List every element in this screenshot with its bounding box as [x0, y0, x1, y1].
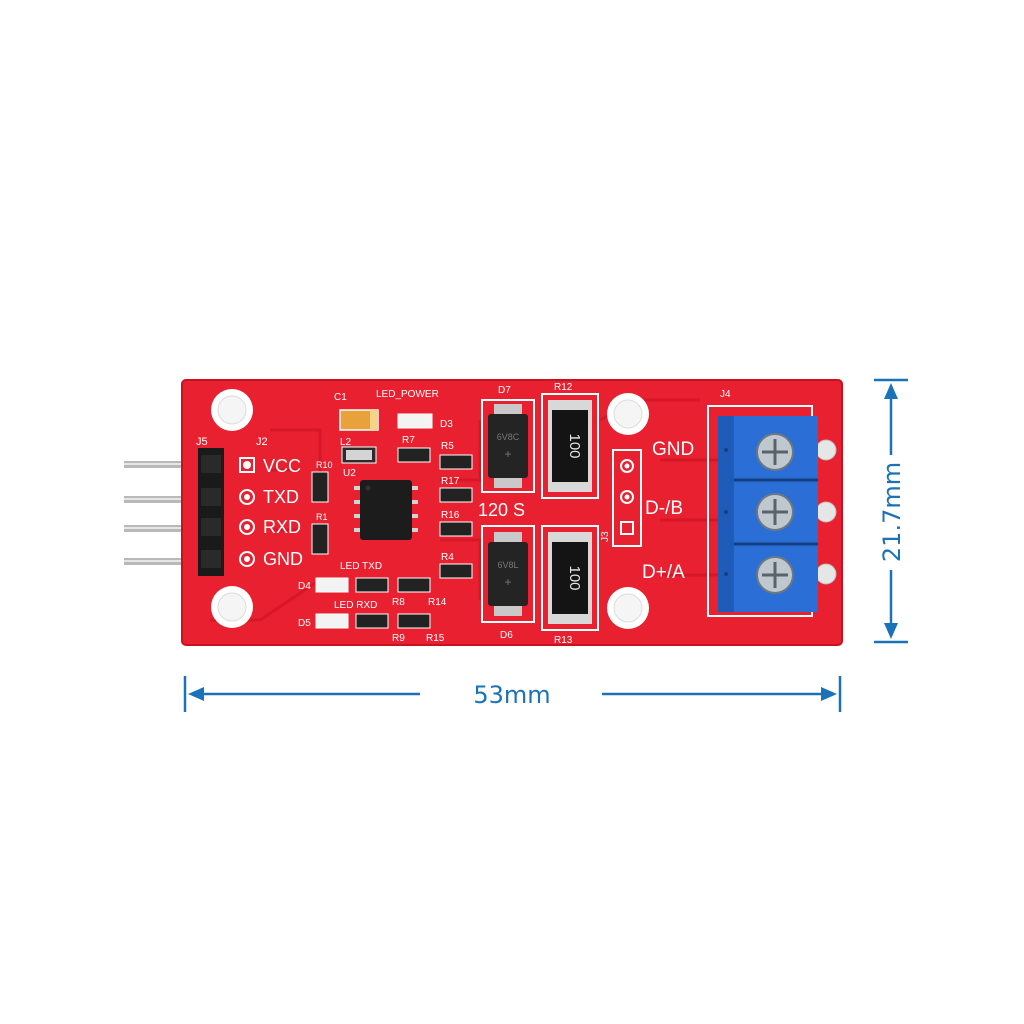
resistor-r10: [311, 471, 329, 503]
label-d5: D5: [298, 618, 311, 629]
label-d4: D4: [298, 581, 311, 592]
label-r4: R4: [441, 552, 454, 563]
pin-label-vcc: VCC: [263, 456, 301, 476]
label-l2: L2: [340, 437, 352, 448]
label-d3: D3: [440, 419, 453, 430]
resistor-r4: [439, 563, 473, 579]
label-j4: J4: [720, 389, 731, 400]
resistor-r12: 100: [548, 400, 592, 492]
led-d4: [315, 577, 349, 593]
pin-label-txd: TXD: [263, 487, 299, 507]
label-r9: R9: [392, 633, 405, 644]
label-r14: R14: [428, 597, 447, 608]
svg-text:+: +: [504, 575, 511, 589]
led-d3: [397, 413, 433, 429]
width-dimension: [183, 676, 842, 712]
label-d6: D6: [500, 630, 513, 641]
pin-label-gnd: GND: [263, 549, 303, 569]
label-r16: R16: [441, 510, 460, 521]
label-r8: R8: [392, 597, 405, 608]
label-led-power: LED_POWER: [376, 389, 439, 400]
label-r17: R17: [441, 476, 460, 487]
r13-value: 100: [566, 565, 583, 590]
resistor-r5: [439, 454, 473, 470]
label-r10: R10: [316, 460, 333, 470]
label-c1: C1: [334, 392, 347, 403]
label-r15: R15: [426, 633, 445, 644]
jumper-j3: [612, 449, 642, 547]
label-u2: U2: [343, 468, 356, 479]
tvs-diode-d6: 6V8L +: [488, 532, 528, 616]
output-label-gnd: GND: [652, 439, 694, 460]
tvs-top-mark: 6V8C: [497, 432, 520, 442]
label-r12: R12: [554, 382, 573, 393]
label-r7: R7: [402, 435, 415, 446]
pin-label-rxd: RXD: [263, 517, 301, 537]
label-j3: J3: [600, 531, 611, 542]
output-label-d-plus: D+/A: [642, 562, 685, 583]
resistor-r13: 100: [548, 532, 592, 624]
resistor-r14: [397, 577, 431, 593]
resistor-r1: [311, 523, 329, 555]
chip-u2: [354, 480, 418, 540]
label-j5: J5: [196, 436, 208, 448]
header-j5: [198, 448, 224, 576]
tvs-diode-d7: 6V8C +: [488, 404, 528, 488]
resistor-r2: [355, 577, 389, 593]
r12-value: 100: [566, 433, 583, 458]
label-jumper: 120 S: [478, 500, 525, 520]
mounting-holes: [211, 389, 649, 629]
label-led-rxd: LED RXD: [334, 600, 377, 611]
width-label: 53mm: [473, 681, 550, 709]
label-r1: R1: [316, 512, 328, 522]
resistor-r17: [439, 487, 473, 503]
header-pins: [124, 461, 204, 565]
terminal-block-j4: [718, 416, 837, 612]
pads-j2: [239, 457, 255, 567]
height-dimension: [874, 378, 908, 644]
led-d5: [315, 613, 349, 629]
label-r5: R5: [441, 441, 454, 452]
label-j2: J2: [256, 436, 268, 448]
resistor-r16: [439, 521, 473, 537]
resistor-r9: [355, 613, 389, 629]
resistor-r15: [397, 613, 431, 629]
label-d7: D7: [498, 385, 511, 396]
svg-text:+: +: [504, 447, 511, 461]
label-led-txd: LED TXD: [340, 561, 382, 572]
resistor-r7: [397, 447, 431, 463]
label-r13: R13: [554, 635, 573, 646]
height-label: 21.7mm: [878, 462, 906, 562]
output-label-d-minus: D-/B: [645, 498, 683, 519]
tvs-bottom-mark: 6V8L: [497, 560, 518, 570]
